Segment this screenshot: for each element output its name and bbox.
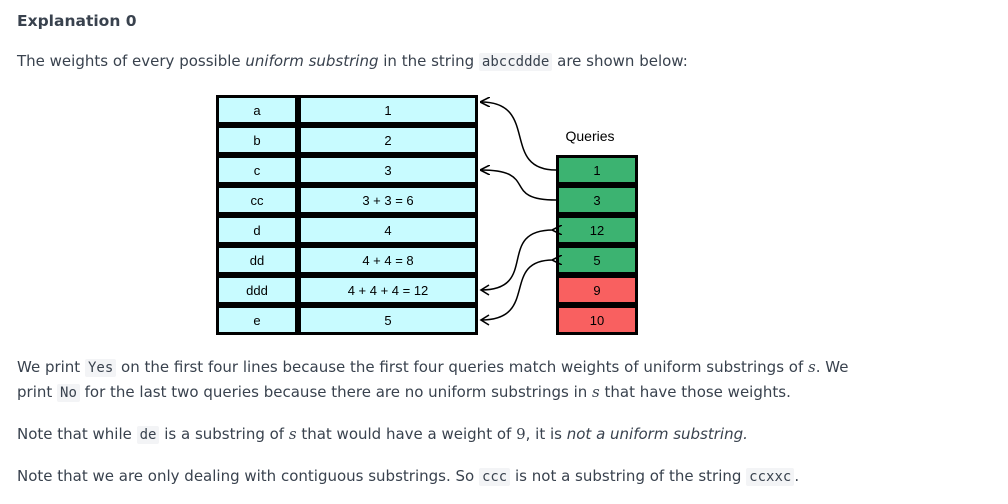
substring-cell: b bbox=[216, 125, 298, 155]
connector-arrows bbox=[479, 0, 1008, 326]
p2-text: , it is bbox=[525, 425, 567, 443]
p1-text: on the first four lines because the firs… bbox=[116, 358, 809, 376]
intro-text-2: in the string bbox=[378, 52, 479, 70]
weight-cell: 4 + 4 = 8 bbox=[298, 245, 478, 275]
math-s: s bbox=[592, 383, 600, 401]
queries-label: Queries bbox=[565, 128, 615, 144]
weight-cell: 5 bbox=[298, 305, 478, 335]
weight-cell: 2 bbox=[298, 125, 478, 155]
arrow-query12-to-ddd bbox=[480, 230, 553, 291]
arrow-query3-to-c bbox=[481, 170, 557, 201]
p3-text: is not a substring of the string bbox=[510, 467, 747, 485]
p1-text: print bbox=[17, 383, 58, 401]
query-cell-match: 3 bbox=[556, 185, 638, 215]
substring-cell: dd bbox=[216, 245, 298, 275]
weight-cell: 4 bbox=[298, 215, 478, 245]
arrowhead-e bbox=[479, 314, 490, 326]
math-s: s bbox=[288, 425, 297, 443]
arrow-query5-to-e bbox=[480, 260, 553, 321]
explanation-heading: Explanation 0 bbox=[17, 12, 137, 30]
math-9: 9 bbox=[516, 425, 526, 443]
code-ccxxc: ccxxc bbox=[746, 468, 795, 486]
weight-cell: 4 + 4 + 4 = 12 bbox=[298, 275, 478, 305]
p3-text: Note that we are only dealing with conti… bbox=[17, 467, 479, 485]
intro-text-1: The weights of every possible bbox=[17, 52, 246, 70]
intro-text-3: are shown below: bbox=[552, 52, 688, 70]
p2-emphasis: not a uniform substring. bbox=[566, 425, 748, 443]
p2-text: Note that while bbox=[17, 425, 137, 443]
substring-cell: cc bbox=[216, 185, 298, 215]
intro-code-string: abccddde bbox=[478, 53, 553, 71]
arrow-query1-to-a bbox=[481, 102, 557, 171]
p2-text: is a substring of bbox=[159, 425, 289, 443]
arrowhead-ddd bbox=[479, 284, 490, 296]
paragraph-contiguous-note: Note that we are only dealing with conti… bbox=[17, 463, 799, 490]
p1-text: that have those weights. bbox=[599, 383, 791, 401]
substring-cell: ddd bbox=[216, 275, 298, 305]
paragraph-yes-no-line1: We print Yes on the first four lines bec… bbox=[17, 354, 848, 381]
substring-cell: a bbox=[216, 95, 298, 125]
paragraph-de-note: Note that while de is a substring of s t… bbox=[17, 421, 748, 448]
query-cell-nomatch: 10 bbox=[556, 305, 638, 335]
math-s: s bbox=[808, 358, 816, 376]
code-yes: Yes bbox=[84, 359, 117, 377]
query-cell-nomatch: 9 bbox=[556, 275, 638, 305]
p1-text: . We bbox=[815, 358, 849, 376]
substring-cell: d bbox=[216, 215, 298, 245]
substring-cell: e bbox=[216, 305, 298, 335]
weight-cell: 3 bbox=[298, 155, 478, 185]
p1-text: for the last two queries because there a… bbox=[79, 383, 593, 401]
paragraph-yes-no-line2: print No for the last two queries becaus… bbox=[17, 379, 791, 406]
code-de: de bbox=[136, 426, 160, 444]
intro-paragraph: The weights of every possible uniform su… bbox=[17, 48, 688, 75]
p3-text: . bbox=[794, 467, 800, 485]
query-cell-match: 1 bbox=[556, 155, 638, 185]
weight-cell: 3 + 3 = 6 bbox=[298, 185, 478, 215]
p1-text: We print bbox=[17, 358, 85, 376]
substring-cell: c bbox=[216, 155, 298, 185]
code-ccc: ccc bbox=[478, 468, 511, 486]
p2-text: that would have a weight of bbox=[296, 425, 517, 443]
code-no: No bbox=[57, 384, 80, 402]
query-cell-match: 5 bbox=[556, 245, 638, 275]
intro-emphasis: uniform substring bbox=[245, 52, 379, 70]
weights-diagram: a b c cc d dd ddd e 1 2 3 3 + 3 = 6 4 4 … bbox=[216, 0, 1008, 335]
weight-cell: 1 bbox=[298, 95, 478, 125]
